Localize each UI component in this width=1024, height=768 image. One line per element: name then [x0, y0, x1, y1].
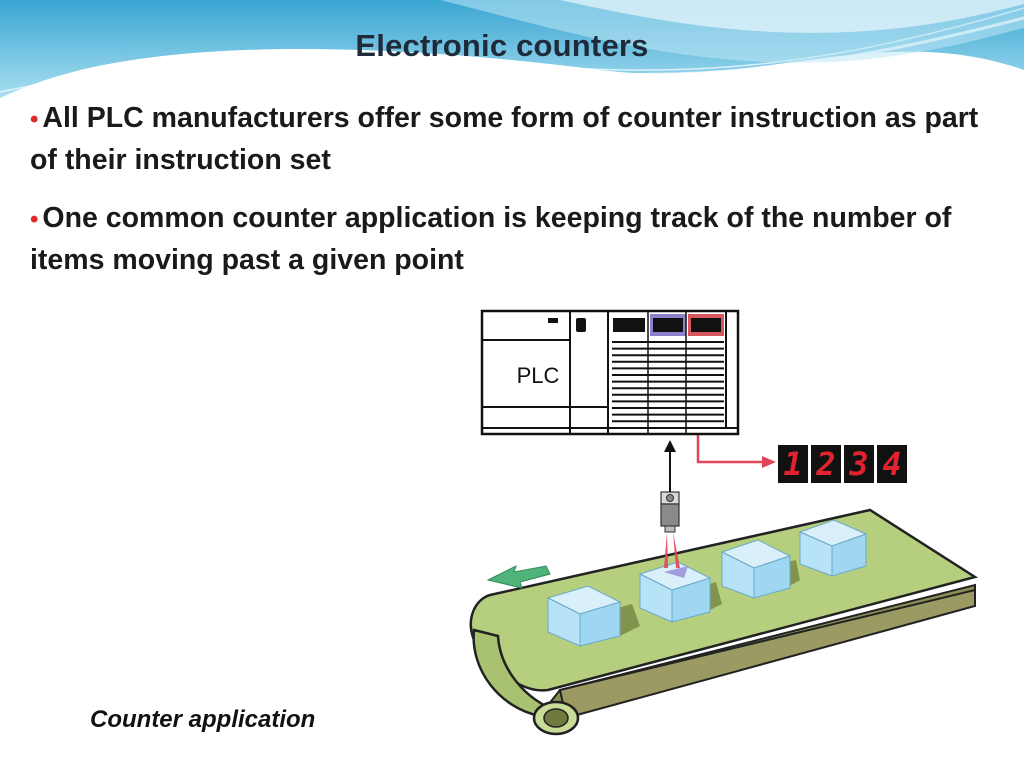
figure-caption: Counter application: [90, 706, 316, 733]
plc-unit: PLC: [480, 309, 740, 436]
counter-digit: 1: [783, 445, 802, 483]
direction-arrow-icon: [486, 565, 551, 589]
bullet-dot-icon: •: [30, 206, 39, 233]
output-signal-line: [696, 434, 768, 464]
item-box: [546, 585, 622, 647]
slide-title: Electronic counters: [355, 28, 649, 63]
bullet-text: One common counter application is keepin…: [30, 202, 952, 276]
counter-digit-cell: [844, 445, 874, 483]
counter-digit: 3: [848, 445, 868, 483]
bullet-list: •All PLC manufacturers offer some form o…: [30, 98, 990, 298]
bullet-text: All PLC manufacturers offer some form of…: [30, 102, 979, 176]
counter-digit: 4: [882, 445, 901, 483]
arrow-right-icon: [762, 456, 776, 468]
counter-digit: 2: [815, 445, 835, 483]
plc-label: PLC: [517, 363, 560, 388]
counter-digit-cell: [778, 445, 808, 483]
bullet-dot-icon: •: [30, 106, 39, 133]
item-box: [638, 561, 712, 623]
counter-digit-cell: [811, 445, 841, 483]
arrow-up-icon: [664, 440, 676, 452]
bullet-item: •One common counter application is keepi…: [30, 198, 990, 280]
conveyor-belt: [469, 508, 979, 736]
counter-digit-cell: [877, 445, 907, 483]
bullet-item: •All PLC manufacturers offer some form o…: [30, 98, 990, 180]
sensor-icon: [660, 491, 680, 568]
item-box: [720, 539, 792, 599]
item-box: [798, 519, 868, 577]
